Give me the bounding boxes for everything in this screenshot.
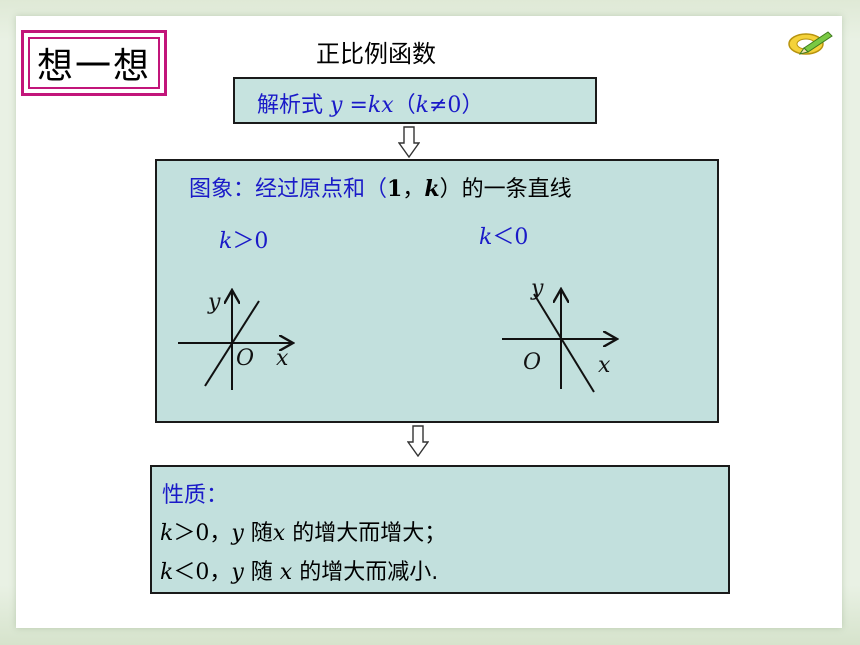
formula-condition: ≠0 [429,93,462,118]
negative-slope-graph: y O x [502,276,629,393]
down-arrow-icon [398,126,420,158]
prop2-cond: ＜0， [173,560,232,585]
negative-k-label: k＜0 [479,219,528,251]
formula-line: 解析式 y =kx（k≠0） [257,87,483,119]
properties-title: 性质： [162,483,229,508]
property-increasing: k＞0，y 随x 的增大而增大； [160,515,446,547]
negative-x-label: x [598,353,611,378]
negative-line [533,293,595,393]
negative-y-label: y [530,276,544,301]
graph-heading-prefix: 图象：经过原点和（ [189,177,388,202]
positive-y-label: y [207,290,221,315]
positive-k-cond: ＞0 [232,229,269,254]
prop2-k: k [160,560,174,585]
properties-box: 性质： k＞0，y 随x 的增大而增大； k＜0，y 随 x 的增大而减小. [150,465,730,594]
positive-k-var: k [219,229,233,254]
formula-y: y [330,93,343,118]
formula-label: 解析式 [257,93,324,118]
prop2-text-a: 随 [243,560,280,585]
down-arrow-icon [407,425,429,457]
negative-k-cond: ＜0 [492,225,529,250]
graph-heading: 图象：经过原点和（1，k）的一条直线 [189,171,572,203]
graph-heading-suffix: ）的一条直线 [439,177,572,202]
prop2-x: x [279,560,293,585]
prop2-text-b: 的增大而减小. [292,560,439,585]
formula-open-paren: （ [393,93,416,118]
prop1-cond: ＞0， [173,521,232,546]
positive-line [204,300,260,387]
formula-kx: kx [367,93,394,118]
think-label: 想一想 [28,37,160,89]
prop1-x: x [272,521,286,546]
graph-heading-k: k [424,176,440,202]
page-title: 正比例函数 [316,40,436,68]
prop2-y: y [231,560,244,585]
negative-origin-label: O [523,350,541,375]
formula-box: 解析式 y =kx（k≠0） [233,77,597,124]
prop1-text-a: 随 [243,521,273,546]
graph-heading-comma: ， [402,177,425,202]
positive-slope-graph: y O x [178,286,305,390]
property-decreasing: k＜0，y 随 x 的增大而减小. [160,554,438,586]
formula-close-paren: ） [461,93,484,118]
formula-k: k [415,93,429,118]
prop1-y: y [231,521,244,546]
negative-k-var: k [479,225,493,250]
positive-k-label: k＞0 [219,223,268,255]
prop1-text-b: 的增大而增大； [285,521,447,546]
formula-eq: = [342,93,368,118]
pencil-icon [788,31,833,55]
positive-origin-label: O [236,346,254,371]
graph-heading-one: 1 [387,176,403,202]
prop1-k: k [160,521,174,546]
think-label-box: 想一想 [21,30,167,96]
positive-x-label: x [276,346,289,371]
graph-box: 图象：经过原点和（1，k）的一条直线 k＞0 k＜0 y O x y O x [155,159,719,423]
